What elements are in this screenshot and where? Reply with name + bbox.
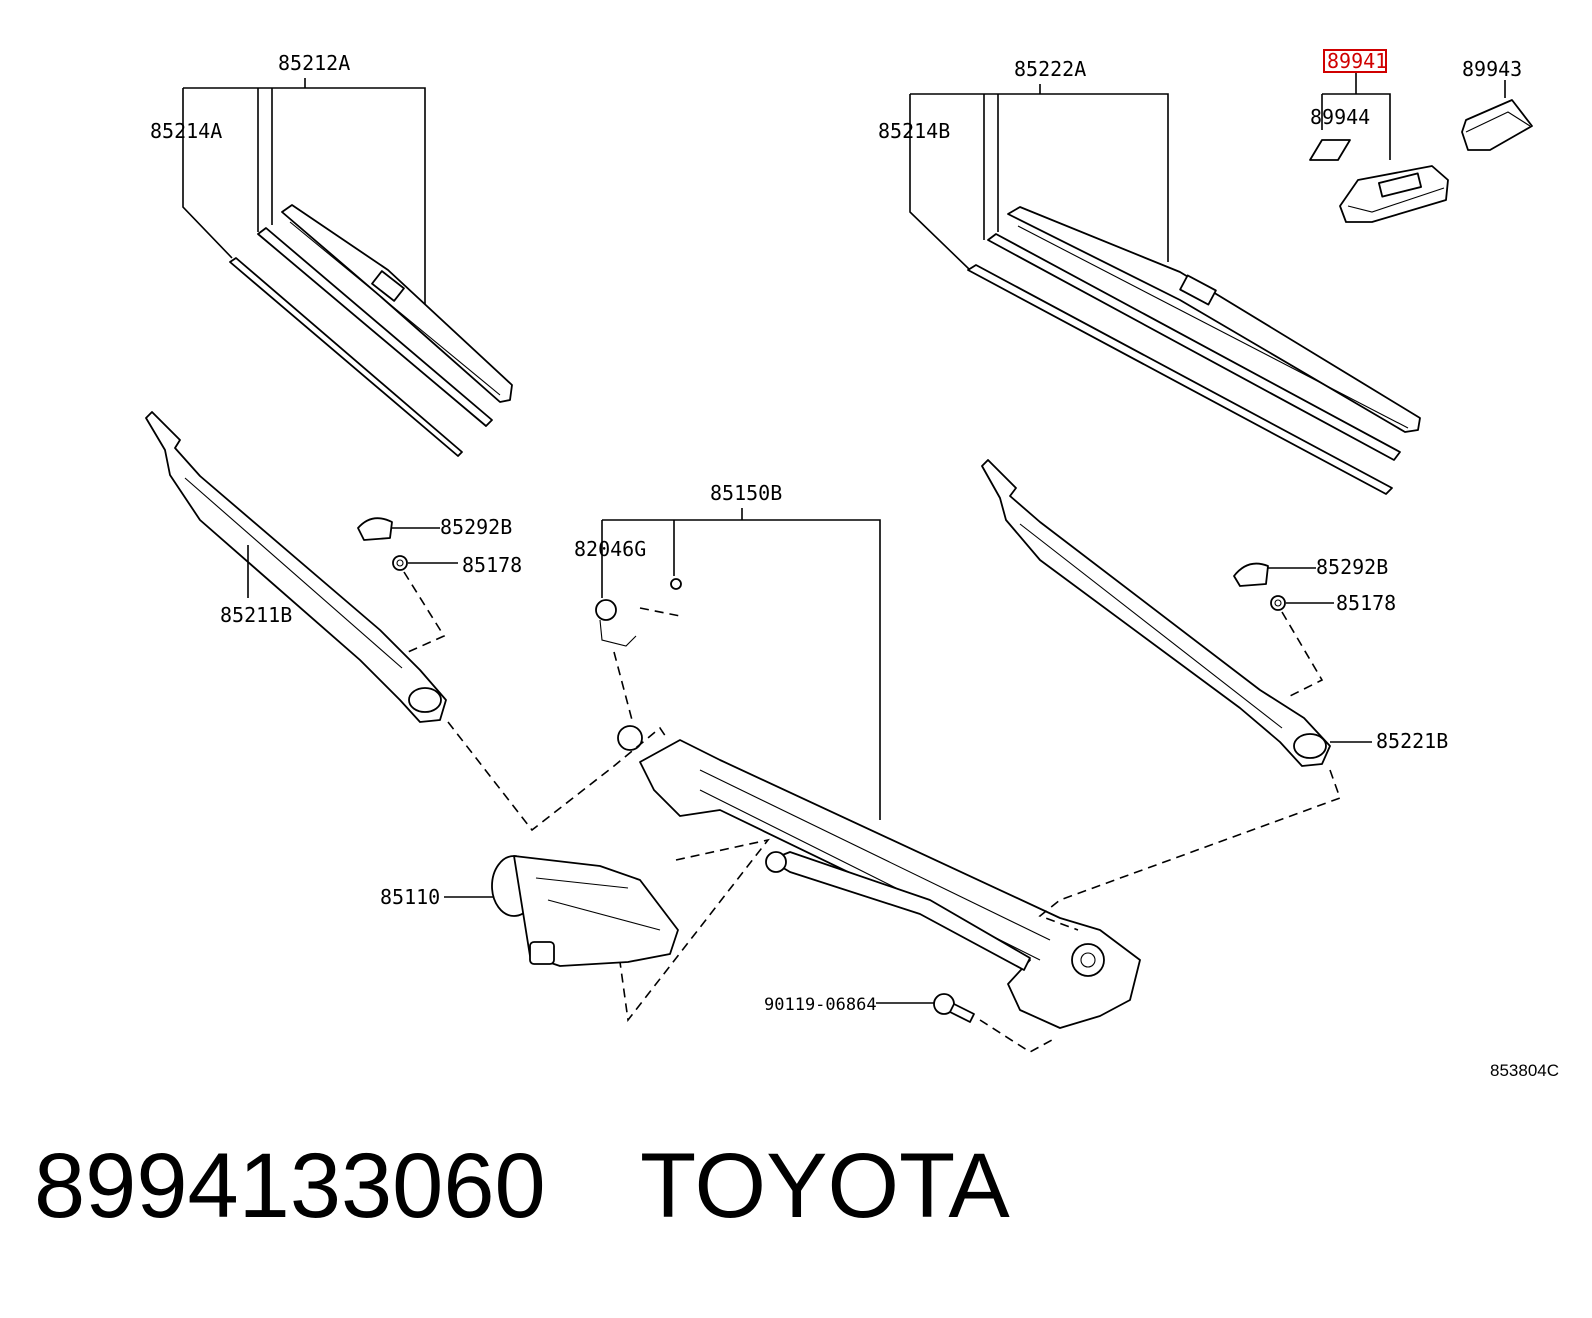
right-wiper-arm <box>981 459 1372 767</box>
callout-89941[interactable]: 89941 <box>1327 49 1387 73</box>
callout-82046G: 82046G <box>574 537 646 561</box>
figure-code: 853804C <box>1490 1061 1559 1080</box>
adapter-kit-parts <box>1309 72 1533 223</box>
mounting-bolt <box>876 993 1053 1053</box>
part-callouts: 85212A 85214A 85222A 85214B 89941 89943 … <box>150 49 1559 1080</box>
callout-85292B-left: 85292B <box>440 515 512 539</box>
callout-85212A: 85212A <box>278 51 350 75</box>
part-number-caption: 8994133060 <box>34 1135 546 1237</box>
callout-85221B: 85221B <box>1376 729 1448 753</box>
wiper-linkage <box>447 508 1342 1029</box>
callout-85222A: 85222A <box>1014 57 1086 81</box>
callout-90119-06864: 90119-06864 <box>764 995 877 1015</box>
brand-caption: TOYOTA <box>640 1135 1010 1237</box>
callout-85178-right: 85178 <box>1336 591 1396 615</box>
callout-85292B-right: 85292B <box>1316 555 1388 579</box>
left-wiper-blade <box>182 78 513 457</box>
highlight-box-89941 <box>1323 49 1387 73</box>
callout-85110: 85110 <box>380 885 440 909</box>
wiper-motor <box>444 838 770 1022</box>
callout-89944: 89944 <box>1310 105 1370 129</box>
callout-85214A: 85214A <box>150 119 222 143</box>
callout-85150B: 85150B <box>710 481 782 505</box>
callout-85214B: 85214B <box>878 119 950 143</box>
callout-85211B: 85211B <box>220 603 292 627</box>
callout-89943: 89943 <box>1462 57 1522 81</box>
left-wiper-arm <box>145 411 458 723</box>
callout-85178-left: 85178 <box>462 553 522 577</box>
right-wiper-blade <box>909 84 1421 495</box>
